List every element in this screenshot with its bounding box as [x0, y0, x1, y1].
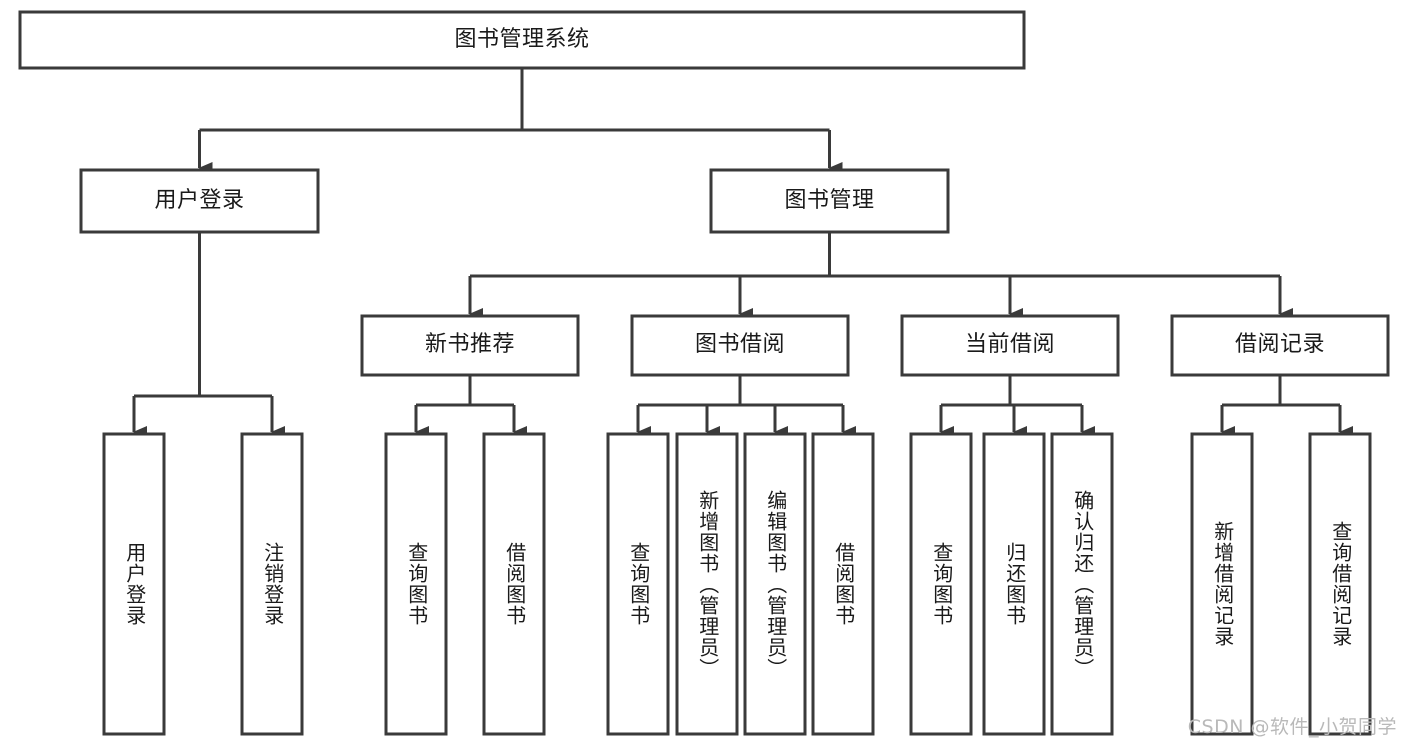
node-box-root[interactable]: [18, 10, 1026, 70]
node-box-leaf-confirm-return[interactable]: [1050, 432, 1114, 736]
boxes-layer: [18, 10, 1390, 736]
node-box-leaf-query-book-borrow[interactable]: [606, 432, 670, 736]
node-box-leaf-borrow-book[interactable]: [811, 432, 875, 736]
connectors-layer: [132, 68, 1353, 438]
node-box-book-management[interactable]: [709, 168, 950, 234]
node-box-leaf-user-login[interactable]: [102, 432, 166, 736]
node-box-book-borrow[interactable]: [630, 314, 850, 377]
node-box-leaf-borrow-book-new[interactable]: [482, 432, 546, 736]
node-box-user-login[interactable]: [79, 168, 320, 234]
node-box-borrow-record[interactable]: [1170, 314, 1390, 377]
node-box-leaf-query-book-current[interactable]: [909, 432, 973, 736]
node-box-leaf-query-book-new[interactable]: [384, 432, 448, 736]
node-box-leaf-user-logout[interactable]: [240, 432, 304, 736]
node-box-leaf-edit-book[interactable]: [743, 432, 807, 736]
node-box-leaf-return-book[interactable]: [982, 432, 1046, 736]
node-box-current-borrow[interactable]: [900, 314, 1120, 377]
node-box-leaf-add-record[interactable]: [1190, 432, 1254, 736]
node-box-leaf-add-book[interactable]: [675, 432, 739, 736]
node-box-new-book-recommend[interactable]: [360, 314, 580, 377]
node-box-leaf-query-record[interactable]: [1308, 432, 1372, 736]
